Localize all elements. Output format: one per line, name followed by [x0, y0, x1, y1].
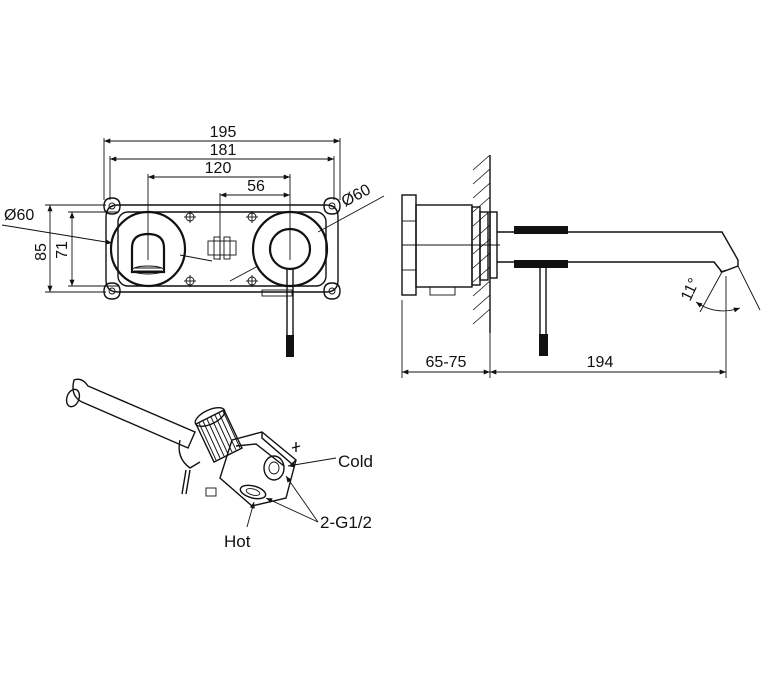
- dim-181: 181: [210, 142, 237, 159]
- iso-handle: [181, 407, 243, 495]
- iso-view: Cold Hot 2-G1/2: [65, 378, 373, 551]
- iso-valve-body: [205, 431, 301, 507]
- valve-body: [117, 211, 327, 287]
- dim-wall-depth: 65-75: [426, 354, 467, 371]
- dim-85: 85: [33, 243, 50, 261]
- dim-56: 56: [247, 178, 265, 195]
- mounting-plate: [105, 204, 339, 293]
- dim-left-diameter: Ø60: [4, 207, 34, 224]
- iso-spout: [72, 378, 196, 449]
- dim-195: 195: [210, 124, 237, 141]
- label-hot: Hot: [224, 532, 251, 551]
- label-cold: Cold: [338, 452, 373, 471]
- spout-outlet: [130, 232, 166, 274]
- spout-cover-plate: [109, 210, 187, 288]
- dim-71: 71: [54, 241, 71, 259]
- side-view: 65-75 194 11°: [401, 154, 761, 378]
- label-connection: 2-G1/2: [320, 513, 372, 532]
- dim-right-diameter: Ø60: [339, 181, 374, 210]
- handle-collar-top: [514, 226, 568, 234]
- mixer-handle: [286, 335, 294, 357]
- mixer-cover-plate: [251, 210, 329, 288]
- front-view: 195 181 120 56: [1, 124, 385, 357]
- mixer-cartridge: [268, 227, 312, 271]
- cover-plate-side: [489, 211, 498, 279]
- dim-spout-angle: 11°: [678, 276, 703, 304]
- dim-120: 120: [205, 160, 232, 177]
- in-wall-box: [415, 204, 473, 288]
- dim-spout-length: 194: [587, 354, 614, 371]
- lever-handle-side: [539, 334, 548, 356]
